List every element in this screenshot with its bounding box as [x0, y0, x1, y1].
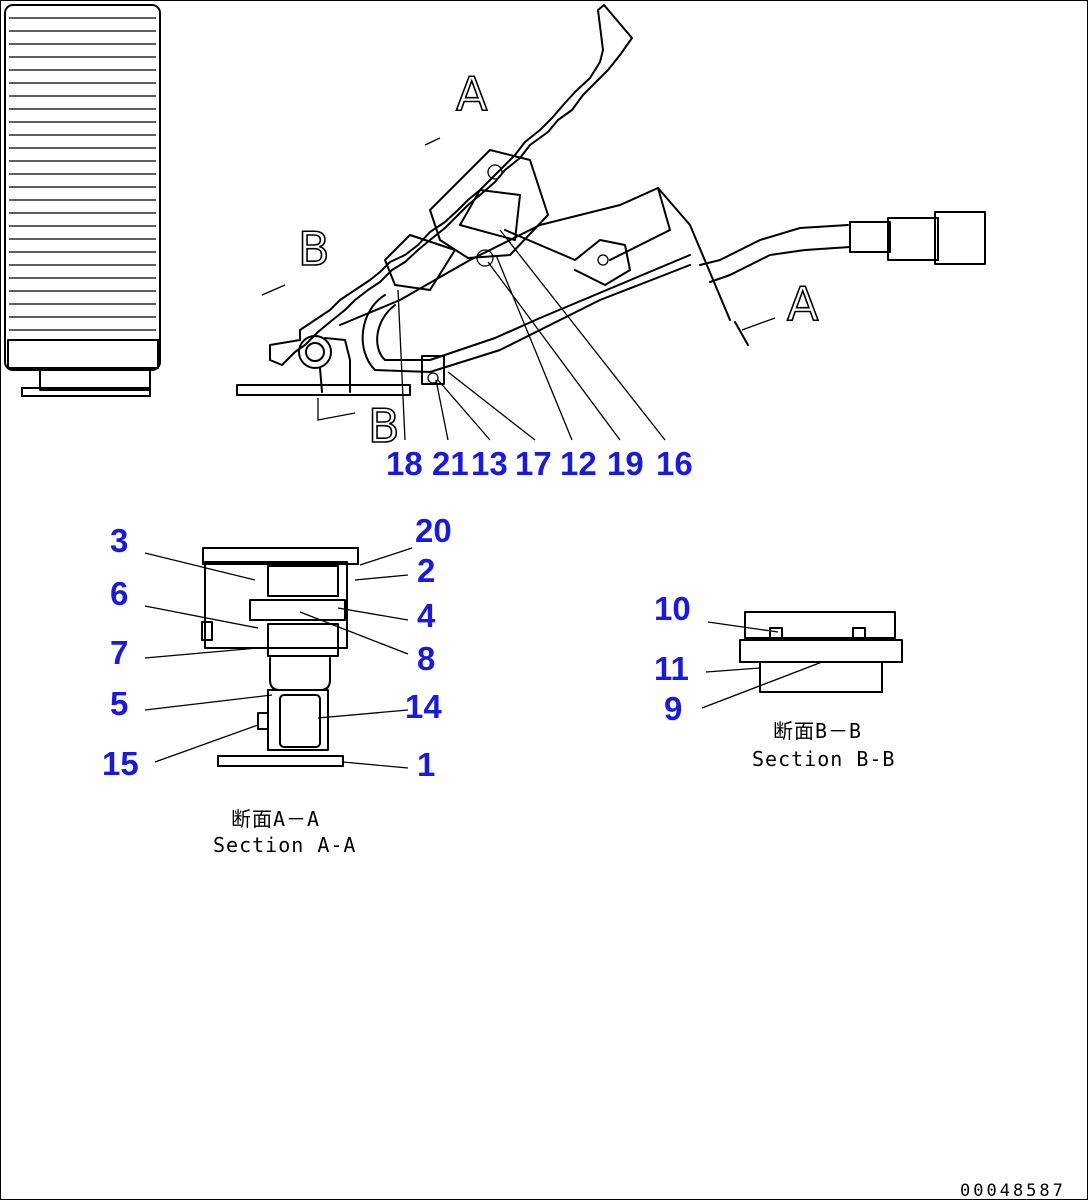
callout-1: 1	[417, 746, 435, 783]
callout-14: 14	[405, 688, 442, 725]
callout-2: 2	[417, 552, 435, 589]
callout-12: 12	[560, 445, 597, 482]
callout-19: 19	[607, 445, 644, 482]
section-marker-b-bottom: B	[368, 399, 400, 453]
callout-18: 18	[386, 445, 423, 482]
callout-5: 5	[110, 685, 128, 722]
pedal-side-view	[236, 4, 986, 441]
callout-7: 7	[110, 634, 128, 671]
document-id: 00048587	[960, 1181, 1066, 1201]
callout-9: 9	[664, 690, 682, 727]
callout-3: 3	[110, 522, 128, 559]
pedal-front-view	[4, 4, 161, 397]
section-marker-a-top: A	[456, 67, 488, 121]
section-marker-a-right: A	[787, 277, 819, 331]
caption-section-aa-en: Section A-A	[213, 833, 356, 857]
callout-13: 13	[471, 445, 508, 482]
callout-11: 11	[654, 650, 689, 687]
section-a-a-view	[144, 547, 413, 769]
callout-16: 16	[656, 445, 693, 482]
pedal-ribs	[9, 17, 156, 331]
callout-15: 15	[102, 745, 139, 782]
callout-17: 17	[515, 445, 552, 482]
section-b-b-view	[701, 611, 903, 709]
section-marker-b-left: B	[298, 222, 330, 276]
callout-21: 21	[432, 445, 469, 482]
caption-section-bb-en: Section B-B	[752, 747, 895, 771]
callout-10: 10	[654, 590, 691, 627]
callout-8: 8	[417, 640, 435, 677]
caption-section-bb-jp: 断面B－B	[773, 719, 862, 743]
callout-4: 4	[417, 597, 436, 634]
callout-6: 6	[110, 575, 128, 612]
caption-section-aa-jp: 断面A－A	[231, 807, 320, 831]
callout-20: 20	[415, 512, 452, 549]
